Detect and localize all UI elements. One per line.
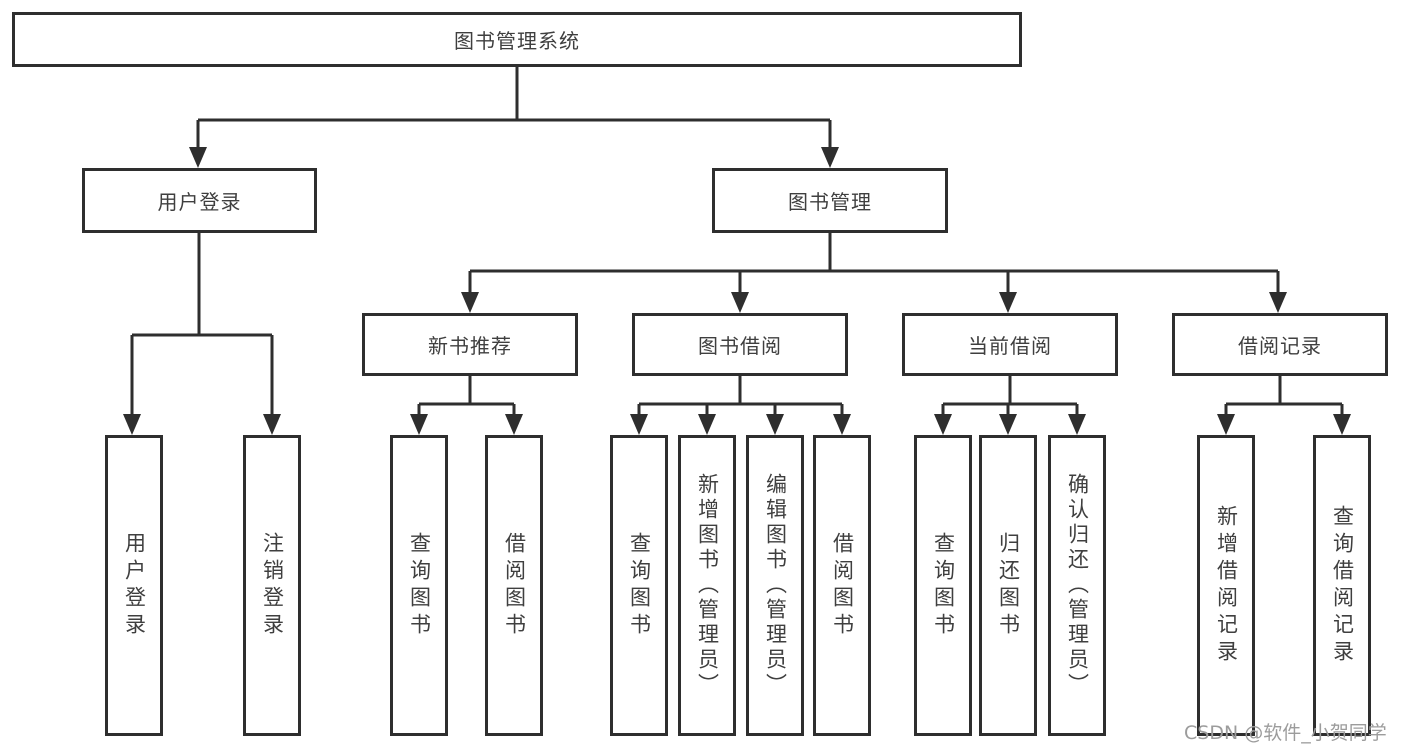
leaf-query-book-current: 查询图书 xyxy=(914,435,972,736)
node-borrow-record: 借阅记录 xyxy=(1172,313,1388,376)
node-library-system: 图书管理系统 xyxy=(12,12,1022,67)
leaf-query-borrow-record: 查询借阅记录 xyxy=(1313,435,1371,736)
node-new-book-recommend: 新书推荐 xyxy=(362,313,578,376)
leaf-borrow-book: 借阅图书 xyxy=(813,435,871,736)
node-user-login: 用户登录 xyxy=(82,168,317,233)
leaf-add-book-admin: 新增图书（管理员） xyxy=(678,435,736,736)
leaf-confirm-return-admin: 确认归还（管理员） xyxy=(1048,435,1106,736)
node-book-management: 图书管理 xyxy=(712,168,948,233)
leaf-logout: 注销登录 xyxy=(243,435,301,736)
csdn-watermark: CSDN @软件_小贺同学 xyxy=(1184,722,1387,744)
node-current-borrow: 当前借阅 xyxy=(902,313,1118,376)
leaf-user-login: 用户登录 xyxy=(105,435,163,736)
leaf-query-book-borrow: 查询图书 xyxy=(610,435,668,736)
leaf-add-borrow-record: 新增借阅记录 xyxy=(1197,435,1255,736)
arrowheads xyxy=(123,147,1351,435)
leaf-borrow-book-recommend: 借阅图书 xyxy=(485,435,543,736)
leaf-query-book-recommend: 查询图书 xyxy=(390,435,448,736)
leaf-return-book: 归还图书 xyxy=(979,435,1037,736)
leaf-edit-book-admin: 编辑图书（管理员） xyxy=(746,435,804,736)
node-book-borrow: 图书借阅 xyxy=(632,313,848,376)
